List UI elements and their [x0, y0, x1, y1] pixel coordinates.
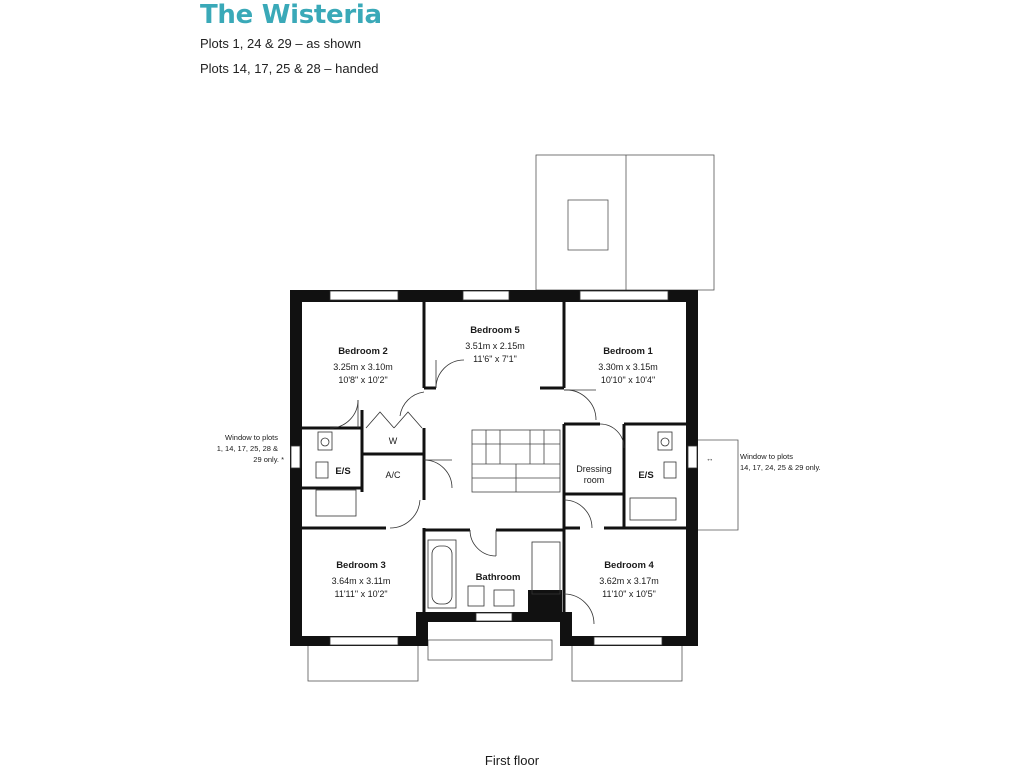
door-swings [329, 359, 625, 625]
bedroom3-name: Bedroom 3 [336, 560, 386, 571]
right-note-line1: Window to plots [740, 452, 793, 461]
bedroom1-metric: 3.30m x 3.15m [598, 362, 658, 372]
floor-label: First floor [484, 753, 540, 768]
bedroom3-imperial: 11'11" x 10'2" [334, 589, 387, 599]
internal-walls [302, 302, 686, 612]
bedroom5-imperial: 11'6" x 7'1" [473, 354, 517, 364]
right-window-note: Window to plots 14, 17, 24, 25 & 29 only… [706, 452, 821, 472]
bedroom5-name: Bedroom 5 [470, 325, 520, 336]
page-title: The Wisteria [200, 0, 382, 30]
bedroom4-metric: 3.62m x 3.17m [599, 576, 659, 586]
plots-as-shown: Plots 1, 24 & 29 – as shown [200, 36, 362, 51]
left-window-note: Window to plots 1, 14, 17, 25, 28 & 29 o… [217, 433, 284, 464]
room-label-bedroom2: Bedroom 2 3.25m x 3.10m 10'8" x 10'2" [333, 346, 393, 385]
room-label-bedroom1: Bedroom 1 3.30m x 3.15m 10'10" x 10'4" [598, 346, 658, 385]
bathroom-label: Bathroom [476, 572, 521, 583]
bay-outlines [307, 439, 739, 682]
right-note-marker: ↔ [706, 454, 714, 463]
bedroom2-name: Bedroom 2 [338, 346, 388, 357]
bedroom1-name: Bedroom 1 [603, 346, 653, 357]
bedroom1-imperial: 10'10" x 10'4" [601, 375, 655, 385]
room-label-bedroom5: Bedroom 5 3.51m x 2.15m 11'6" x 7'1" [465, 325, 525, 364]
roof-outline [535, 154, 715, 291]
airing-cupboard-label: A/C [385, 470, 401, 480]
staircase [471, 429, 561, 493]
bedroom4-imperial: 11'10" x 10'5" [602, 589, 656, 599]
dressing-room-label-1: Dressing [576, 464, 612, 474]
dressing-room-label-2: room [584, 475, 605, 485]
bedroom5-metric: 3.51m x 2.15m [465, 341, 525, 351]
right-note-line2: 14, 17, 24, 25 & 29 only. [740, 463, 821, 472]
sanitary-fittings [315, 431, 677, 609]
wardrobe-label: W [389, 436, 398, 446]
bedroom4-name: Bedroom 4 [604, 560, 654, 571]
windows [290, 290, 698, 646]
left-note-line1: Window to plots [225, 433, 278, 442]
ensuite-left-label: E/S [335, 466, 350, 477]
plots-handed: Plots 14, 17, 25 & 28 – handed [200, 61, 379, 76]
ensuite-right-label: E/S [638, 470, 653, 481]
room-label-bedroom3: Bedroom 3 3.64m x 3.11m 11'11" x 10'2" [332, 560, 391, 599]
room-label-bedroom4: Bedroom 4 3.62m x 3.17m 11'10" x 10'5" [599, 560, 659, 599]
left-note-line3: 29 only. * [253, 455, 284, 464]
left-note-line2: 1, 14, 17, 25, 28 & [217, 444, 278, 453]
bedroom2-imperial: 10'8" x 10'2" [338, 375, 387, 385]
bedroom2-metric: 3.25m x 3.10m [333, 362, 393, 372]
bedroom3-metric: 3.64m x 3.11m [332, 576, 391, 586]
